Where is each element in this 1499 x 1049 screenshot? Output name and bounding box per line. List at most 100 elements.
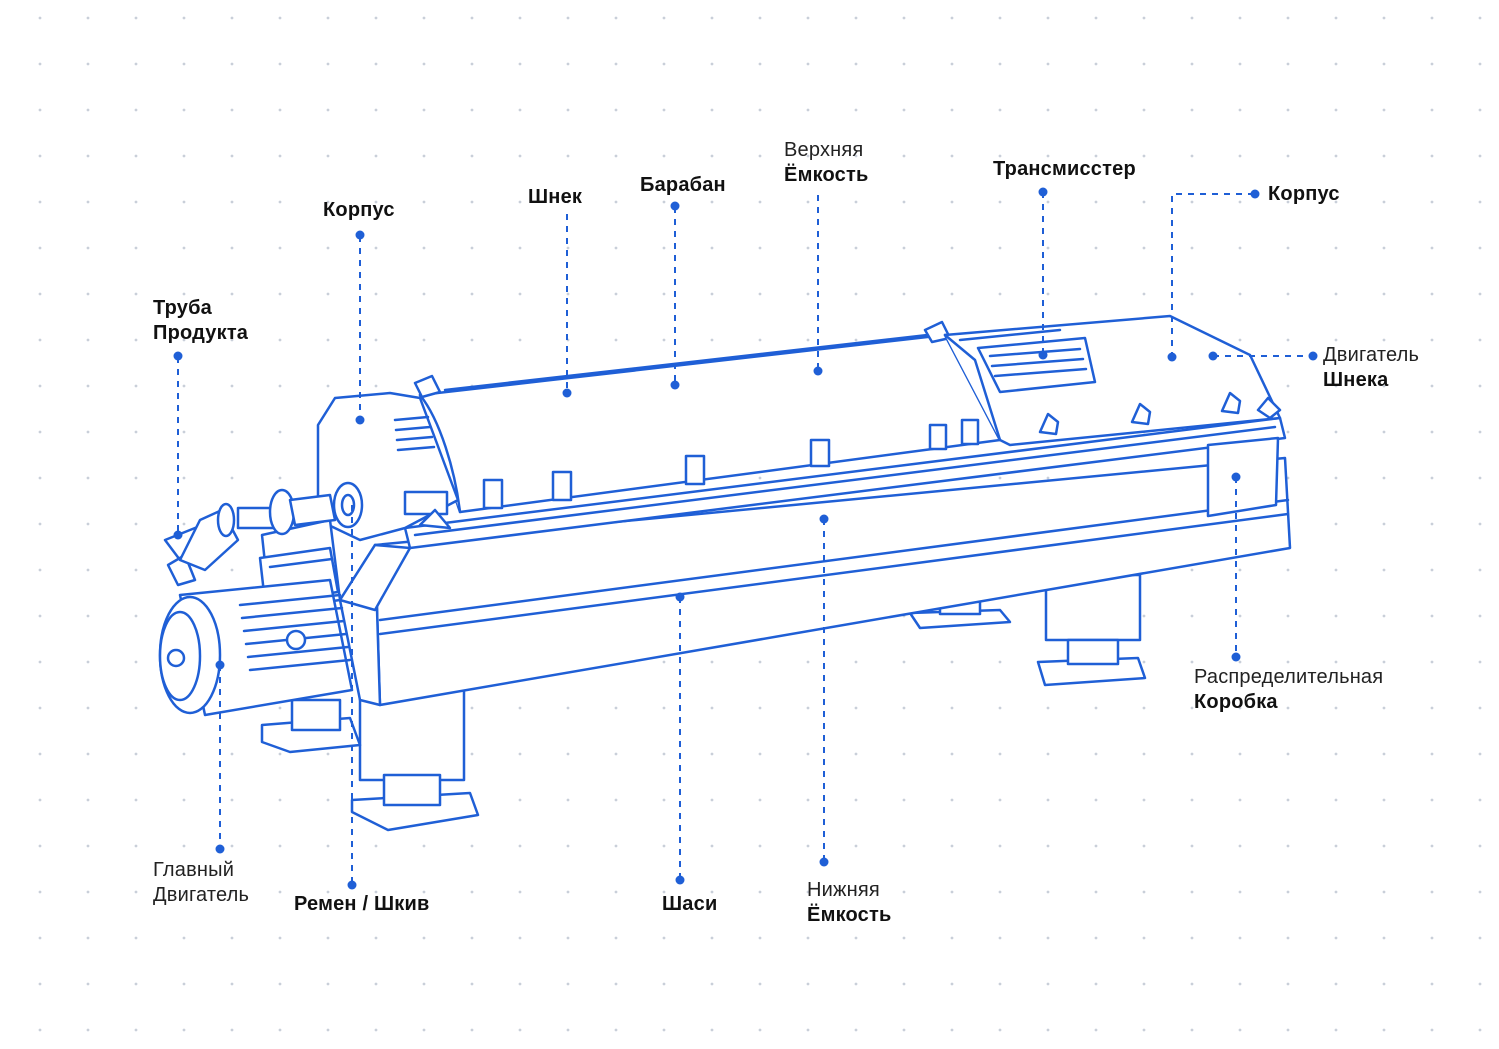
label-product-pipe-line1: Труба xyxy=(153,297,213,319)
grid-dot xyxy=(518,338,522,342)
centrifuge-illustration xyxy=(158,314,1292,832)
grid-dot xyxy=(854,936,858,940)
grid-dot xyxy=(662,936,666,940)
grid-dot xyxy=(86,890,90,894)
dot-belt-pulley-end xyxy=(347,880,357,890)
grid-dot xyxy=(518,16,522,20)
grid-dot xyxy=(1334,936,1338,940)
grid-dot xyxy=(1430,62,1434,66)
grid-dot xyxy=(1382,752,1386,756)
grid-dot xyxy=(758,108,762,112)
grid-dot xyxy=(374,1028,378,1032)
grid-dot xyxy=(1382,522,1386,526)
grid-dot xyxy=(230,844,234,848)
grid-dot xyxy=(1478,1028,1482,1032)
grid-dot xyxy=(710,936,714,940)
grid-dot xyxy=(614,292,618,296)
grid-dot xyxy=(518,890,522,894)
grid-dot xyxy=(902,890,906,894)
grid-dot xyxy=(470,1028,474,1032)
grid-dot xyxy=(1478,384,1482,388)
grid-dot xyxy=(86,798,90,802)
grid-dot xyxy=(998,62,1002,66)
label-product-pipe-line2: Продукта xyxy=(153,322,249,344)
grid-dot xyxy=(1430,844,1434,848)
grid-dot xyxy=(1238,660,1242,664)
grid-dot xyxy=(902,16,906,20)
grid-dot xyxy=(86,1028,90,1032)
grid-dot xyxy=(1430,430,1434,434)
grid-dot xyxy=(950,16,954,20)
grid-dot xyxy=(806,706,810,710)
grid-dot xyxy=(1478,522,1482,526)
grid-dot xyxy=(758,292,762,296)
dot-housing-left-top xyxy=(355,230,365,240)
grid-dot xyxy=(902,936,906,940)
grid-dot xyxy=(326,1028,330,1032)
grid-dot xyxy=(134,16,138,20)
grid-dot xyxy=(38,292,42,296)
grid-dot xyxy=(422,246,426,250)
grid-dot xyxy=(1382,890,1386,894)
grid-dot xyxy=(1094,936,1098,940)
grid-dot xyxy=(278,292,282,296)
grid-dot xyxy=(1478,108,1482,112)
label-distribution-box-line2: Коробка xyxy=(1194,691,1278,713)
label-belt-pulley: Ремен / Шкив xyxy=(294,893,430,915)
grid-dot xyxy=(1478,246,1482,250)
grid-dot xyxy=(1094,246,1098,250)
grid-dot xyxy=(758,338,762,342)
dot-main-motor-end xyxy=(215,844,225,854)
label-lower-tank: Нижняя Ёмкость xyxy=(807,878,892,928)
grid-dot xyxy=(1286,430,1290,434)
grid-dot xyxy=(1382,706,1386,710)
grid-dot xyxy=(38,108,42,112)
grid-dot xyxy=(854,292,858,296)
grid-dot xyxy=(230,936,234,940)
grid-dot xyxy=(134,660,138,664)
grid-dot xyxy=(998,246,1002,250)
grid-dot xyxy=(1382,614,1386,618)
grid-dot xyxy=(1334,476,1338,480)
grid-dot xyxy=(374,16,378,20)
grid-dot xyxy=(278,154,282,158)
grid-dot xyxy=(182,246,186,250)
grid-dot xyxy=(1334,384,1338,388)
grid-dot xyxy=(518,108,522,112)
grid-dot xyxy=(134,62,138,66)
grid-dot xyxy=(1334,568,1338,572)
grid-dot xyxy=(230,338,234,342)
grid-dot xyxy=(950,798,954,802)
label-transmitter: Трансмисстер xyxy=(993,158,1136,180)
grid-dot xyxy=(422,108,426,112)
dot-pipe-top xyxy=(173,351,183,361)
grid-dot xyxy=(1430,384,1434,388)
grid-dot xyxy=(1142,844,1146,848)
grid-dot xyxy=(38,660,42,664)
grid-dot xyxy=(710,982,714,986)
grid-dot xyxy=(1430,154,1434,158)
grid-dot xyxy=(518,982,522,986)
grid-dot xyxy=(1430,660,1434,664)
grid-dot xyxy=(1382,62,1386,66)
grid-dot xyxy=(662,890,666,894)
grid-dot xyxy=(662,154,666,158)
grid-dot xyxy=(182,62,186,66)
grid-dot xyxy=(950,706,954,710)
grid-dot xyxy=(326,844,330,848)
grid-dot xyxy=(758,1028,762,1032)
grid-dot xyxy=(1286,200,1290,204)
grid-dot xyxy=(38,614,42,618)
label-housing-left: Корпус xyxy=(323,199,395,221)
grid-dot xyxy=(614,798,618,802)
grid-dot xyxy=(1238,246,1242,250)
grid-dot xyxy=(566,62,570,66)
grid-dot xyxy=(470,62,474,66)
grid-dot xyxy=(518,62,522,66)
grid-dot xyxy=(38,844,42,848)
grid-dot xyxy=(518,936,522,940)
grid-dot xyxy=(134,338,138,342)
grid-dot xyxy=(1142,246,1146,250)
grid-dot xyxy=(1286,752,1290,756)
